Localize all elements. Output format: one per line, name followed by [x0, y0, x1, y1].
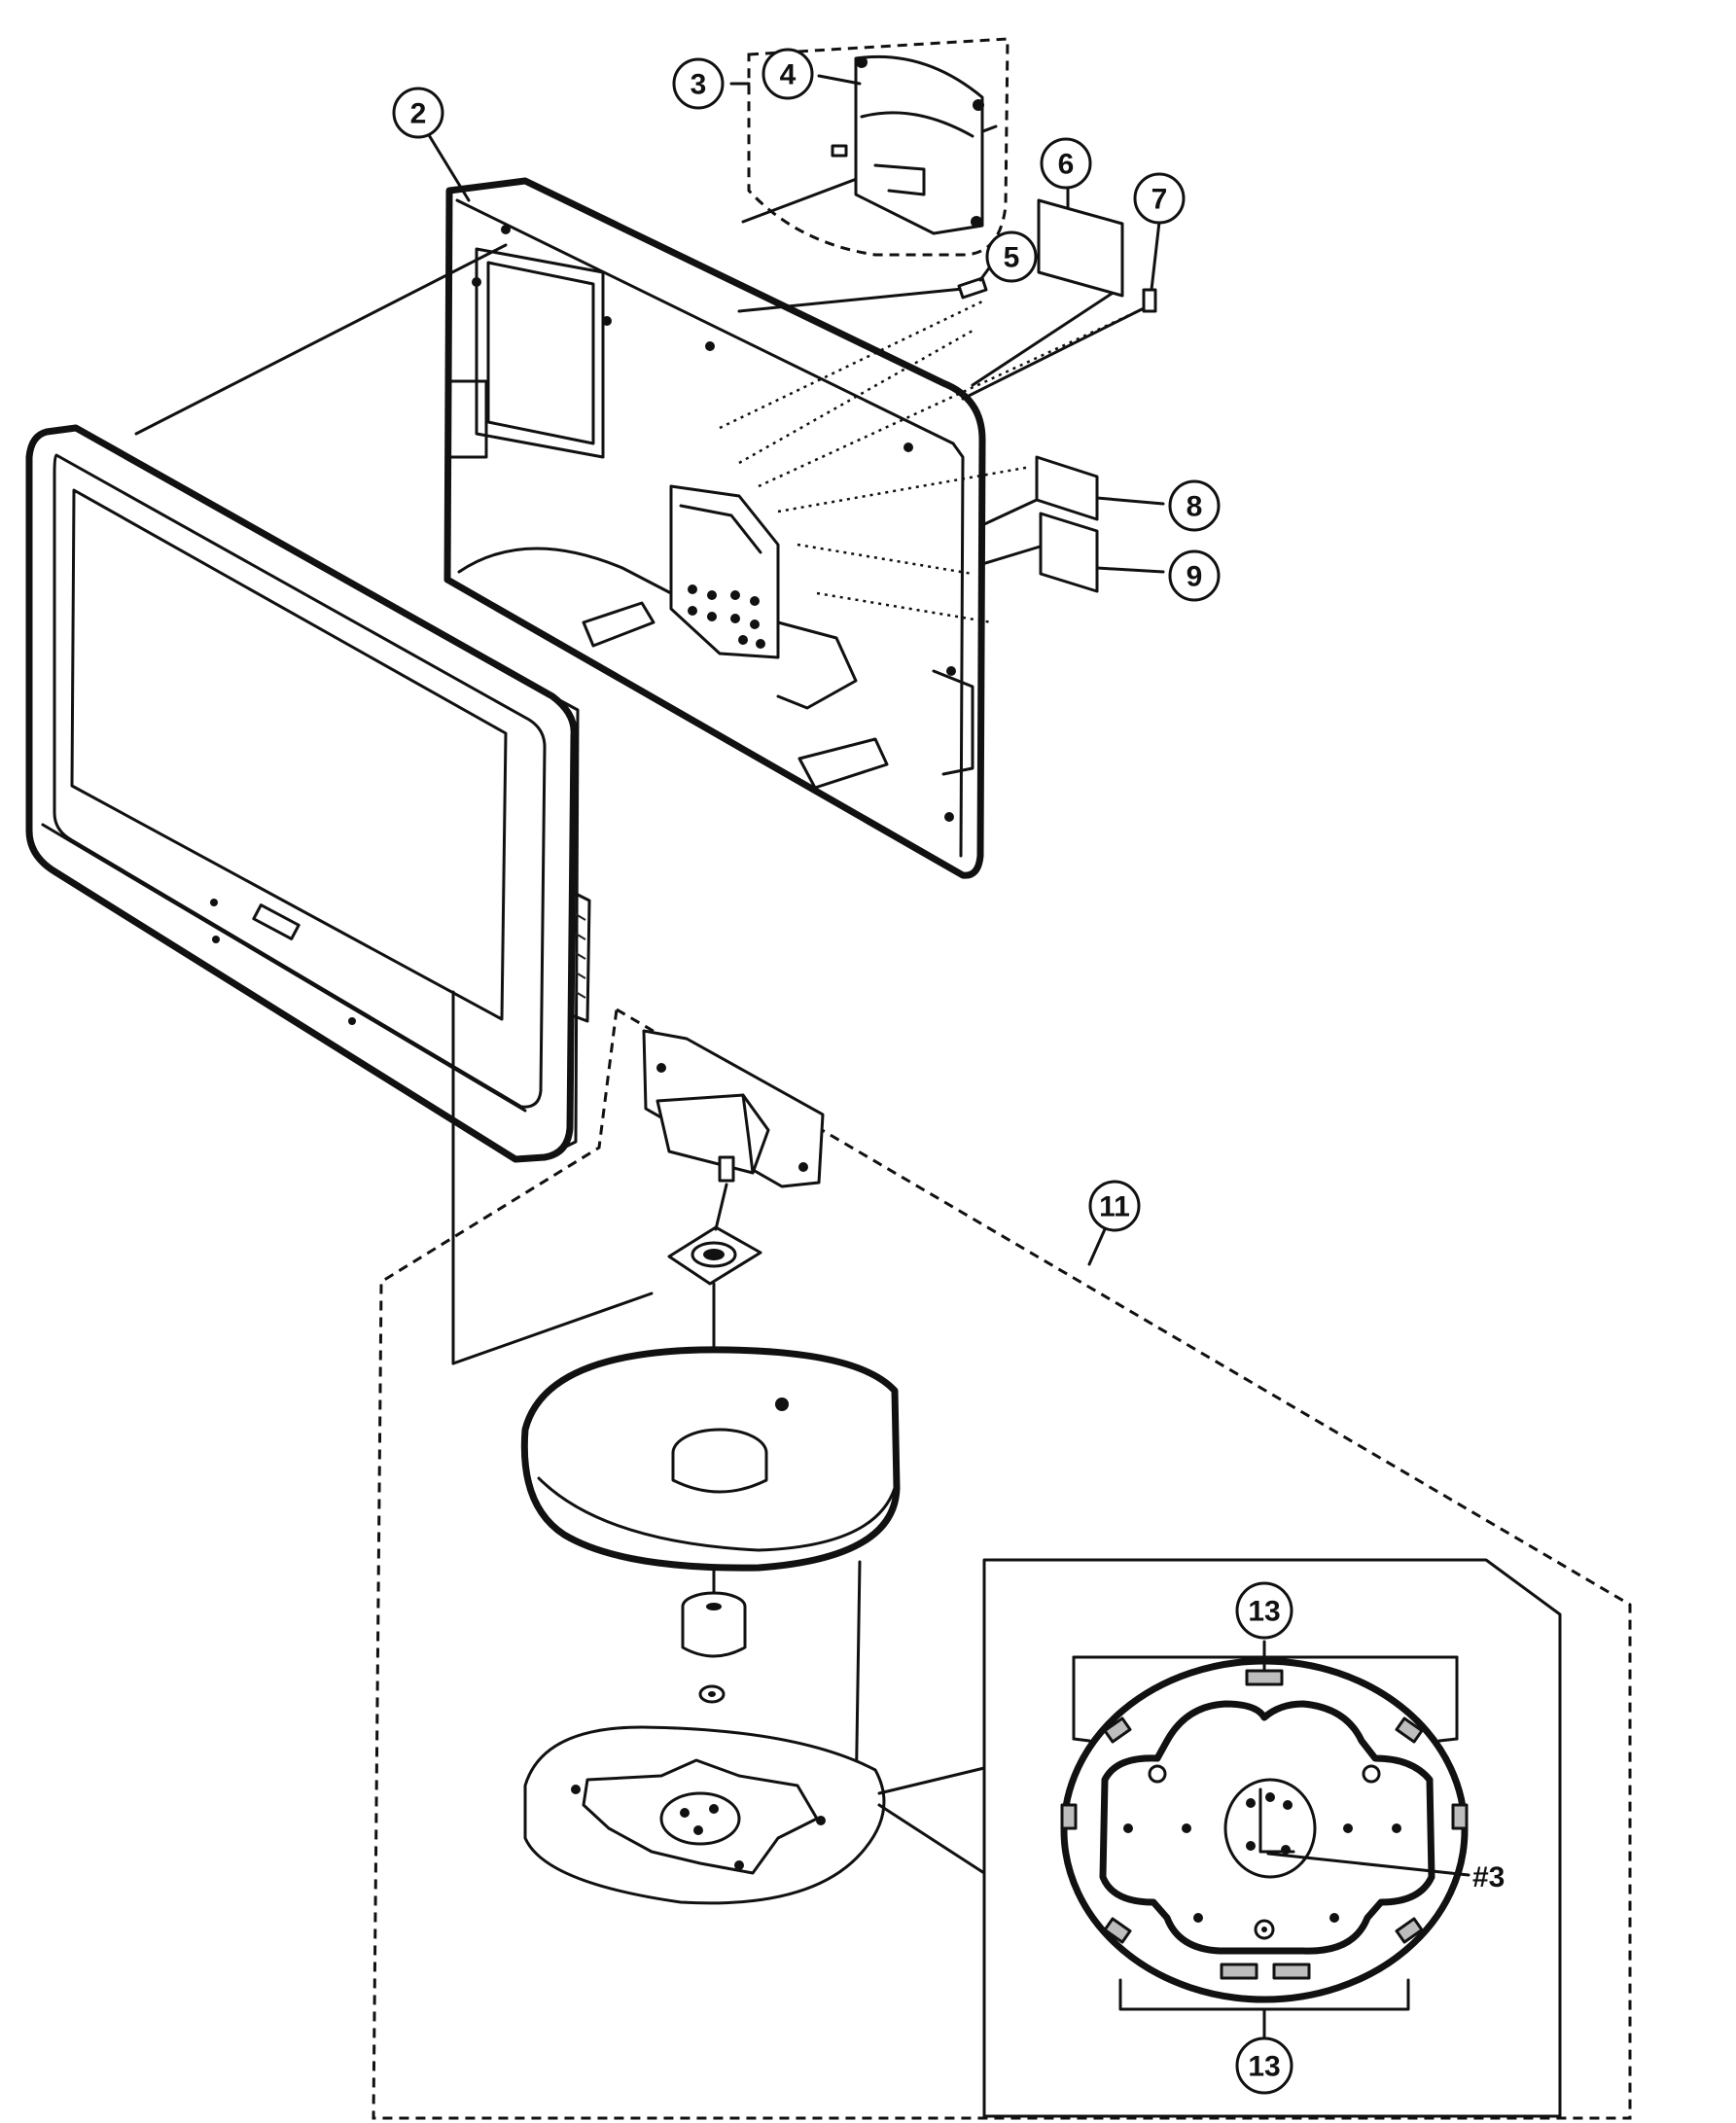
detail-bottom-view [1060, 1640, 1470, 2040]
stand-assembly-11-frame [372, 1007, 1632, 2120]
callout-6: 6 [1040, 137, 1092, 190]
rear-cabinet [443, 177, 986, 879]
part-7-clip [1142, 288, 1157, 313]
callout-4: 4 [762, 48, 814, 100]
svg-text:7: 7 [1151, 184, 1168, 216]
svg-text:5: 5 [1004, 242, 1020, 274]
stand-bottom-plate [523, 1725, 886, 1905]
svg-text:13: 13 [1248, 2051, 1280, 2083]
svg-text:11: 11 [1099, 1191, 1130, 1223]
svg-text:3: 3 [691, 69, 707, 101]
detail-inset-frame [877, 1558, 1562, 2118]
callout-5: 5 [985, 230, 1038, 283]
callout-13-bottom: 13 [1235, 2036, 1293, 2095]
svg-text:2: 2 [410, 98, 427, 130]
callout-13-top: 13 [1235, 1581, 1293, 1640]
callout-7: 7 [1133, 172, 1186, 225]
callout-3: 3 [672, 57, 725, 110]
part-9-label [1039, 512, 1165, 593]
svg-text:13: 13 [1248, 1596, 1280, 1628]
part-5-clip [957, 276, 988, 300]
bracket-part-4 [831, 54, 984, 235]
stand-base-disc [520, 1346, 901, 1572]
callout-leaders [424, 74, 1161, 292]
stand-hinge [642, 1029, 825, 1188]
bezel-to-stand-leader-2 [451, 1291, 654, 1365]
callout-11: 11 [1087, 1180, 1141, 1266]
callout-2: 2 [392, 87, 444, 139]
callout-8: 8 [1168, 479, 1221, 532]
svg-text:9: 9 [1187, 561, 1203, 593]
part-8-label [1035, 455, 1165, 521]
rubber-feet [1060, 1669, 1469, 1980]
svg-text:6: 6 [1058, 149, 1075, 181]
side-vent-panel [570, 891, 591, 1023]
svg-text:8: 8 [1187, 491, 1203, 523]
part-6-label [1037, 198, 1124, 298]
subassembly-3-frame [747, 37, 1010, 257]
callout-9: 9 [1168, 549, 1221, 602]
screw-label: #3 [1472, 1861, 1505, 1893]
front-bezel [25, 424, 591, 1163]
rear-io-panel [688, 584, 765, 649]
svg-text:4: 4 [780, 59, 797, 91]
